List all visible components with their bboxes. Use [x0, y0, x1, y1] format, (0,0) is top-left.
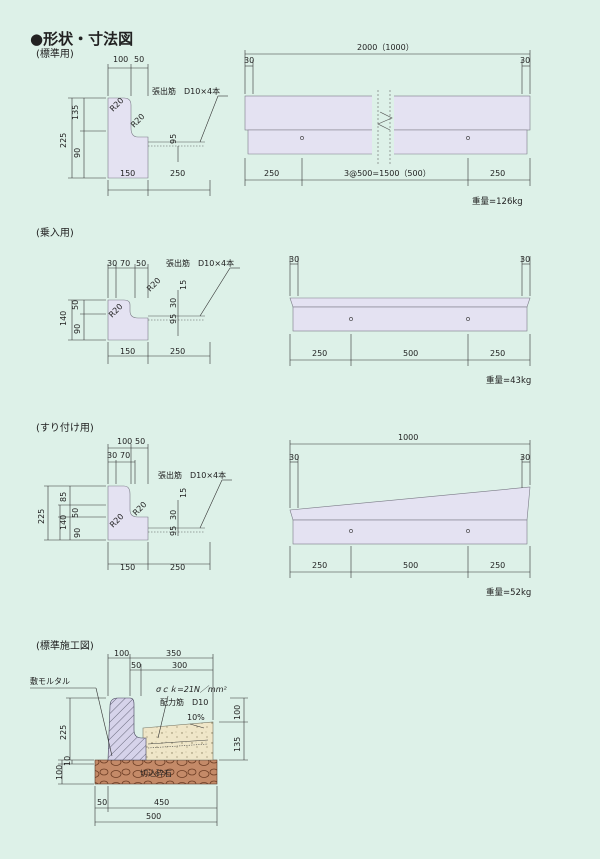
section-label-norinyu: (乗入用) [36, 228, 74, 239]
con-rebar-label: 配力筋 D10 [160, 697, 208, 707]
sur-dim-h-lower: 90 [73, 528, 82, 538]
nor-dim-h-total: 140 [59, 311, 68, 326]
con-dim-h-right-a: 100 [233, 705, 242, 720]
con-mortar-label: 敷モルタル [30, 676, 70, 686]
sur-front-bottom-left: 250 [312, 561, 327, 570]
norinyu-front-top [289, 297, 531, 308]
nor-dim-top-b: 70 [120, 259, 130, 268]
sur-r2: R20 [131, 500, 149, 518]
page-title: ●形状・寸法図 [30, 30, 134, 48]
con-dim-bottom-total: 500 [146, 812, 161, 821]
suritsuke-side-block [107, 485, 149, 541]
nor-front-bottom-mid: 500 [403, 349, 418, 358]
std-dim-bottom-b: 250 [170, 169, 185, 178]
sur-dim-h-140: 140 [59, 515, 68, 530]
std-r2: R20 [129, 112, 147, 130]
sur-rebar-label: 張出筋 D10×4本 [158, 470, 226, 480]
con-slope-label: 10% [187, 713, 205, 722]
norinyu-side-block [107, 299, 149, 341]
std-dim-h-small: 95 [169, 134, 178, 144]
std-front-right-margin: 30 [520, 56, 530, 65]
con-dim-h-left-b: 10 [63, 756, 72, 766]
weight-norinyu: 重量=43kg [486, 376, 532, 386]
sur-front-bottom-mid: 500 [403, 561, 418, 570]
std-dim-h-upper: 135 [71, 105, 80, 120]
sur-dim-bottom-a: 150 [120, 563, 135, 572]
con-sigma-label: σｃｋ=21N／mm² [156, 685, 228, 694]
nor-front-bottom-right: 250 [490, 349, 505, 358]
suritsuke-front-top [289, 486, 531, 521]
standard-side-block [107, 97, 149, 179]
con-dim-top-c: 50 [131, 661, 141, 670]
norinyu-front-bottom [292, 306, 528, 332]
nor-front-right-margin: 30 [520, 255, 530, 264]
weight-standard: 重量=126kg [472, 197, 523, 207]
con-stone-label: 切込砕石 [140, 768, 172, 778]
suritsuke-front-bottom [292, 519, 528, 545]
std-dim-top-b: 50 [134, 55, 144, 64]
nor-front-bottom-left: 250 [312, 349, 327, 358]
std-front-bottom-mid: 3@500=1500（500） [344, 169, 431, 178]
sur-dim-top-c: 30 [107, 451, 117, 460]
std-front-bottom-right: 250 [490, 169, 505, 178]
nor-dim-top-a: 30 [107, 259, 117, 268]
sur-dim-h-total: 225 [37, 509, 46, 524]
nor-dim-h-b: 30 [169, 298, 178, 308]
section-label-construction: (標準施工図) [36, 641, 94, 652]
nor-dim-h-c: 95 [169, 314, 178, 324]
sur-dim-h-c: 95 [169, 526, 178, 536]
nor-r2: R20 [145, 276, 163, 294]
con-dim-h-right-b: 135 [233, 737, 242, 752]
sur-dim-h-b: 30 [169, 510, 178, 520]
std-front-bottom-left: 250 [264, 169, 279, 178]
std-dim-h-total: 225 [59, 133, 68, 148]
con-dim-h-total: 225 [59, 725, 68, 740]
con-dim-bottom-b: 450 [154, 798, 169, 807]
construction-curb-block [107, 697, 147, 761]
std-dim-h-lower: 90 [73, 148, 82, 158]
std-dim-top-a: 100 [113, 55, 128, 64]
sur-front-left-margin: 30 [289, 453, 299, 462]
sur-dim-top-b: 50 [135, 437, 145, 446]
sur-front-bottom-right: 250 [490, 561, 505, 570]
nor-dim-bottom-a: 150 [120, 347, 135, 356]
sur-dim-h-mid: 50 [71, 508, 80, 518]
nor-rebar-label: 張出筋 D10×4本 [166, 258, 234, 268]
nor-dim-top-c: 50 [136, 259, 146, 268]
section-label-standard: (標準用) [36, 49, 74, 60]
con-dim-top-d: 300 [172, 661, 187, 670]
std-dim-bottom-a: 150 [120, 169, 135, 178]
nor-dim-bottom-b: 250 [170, 347, 185, 356]
std-rebar-label: 張出筋 D10×4本 [152, 86, 220, 96]
nor-front-left-margin: 30 [289, 255, 299, 264]
sur-dim-bottom-b: 250 [170, 563, 185, 572]
nor-dim-h-upper: 50 [71, 300, 80, 310]
section-label-suritsuke: (すり付け用) [36, 423, 94, 434]
con-dim-bottom-a: 50 [97, 798, 107, 807]
sur-dim-top-a: 100 [117, 437, 132, 446]
nor-dim-h-lower: 90 [73, 324, 82, 334]
sur-dim-top-d: 70 [120, 451, 130, 460]
sur-front-right-margin: 30 [520, 453, 530, 462]
weight-suritsuke: 重量=52kg [486, 588, 532, 598]
sur-front-length: 1000 [398, 433, 418, 442]
con-dim-h-left-a: 100 [55, 765, 64, 780]
sur-dim-h-a: 15 [179, 488, 188, 498]
std-front-left-margin: 30 [244, 56, 254, 65]
std-front-length: 2000（1000） [357, 43, 414, 52]
con-dim-top-b: 350 [166, 649, 181, 658]
sur-dim-h-top: 85 [59, 492, 68, 502]
con-dim-top-a: 100 [114, 649, 129, 658]
nor-dim-h-a: 15 [179, 280, 188, 290]
